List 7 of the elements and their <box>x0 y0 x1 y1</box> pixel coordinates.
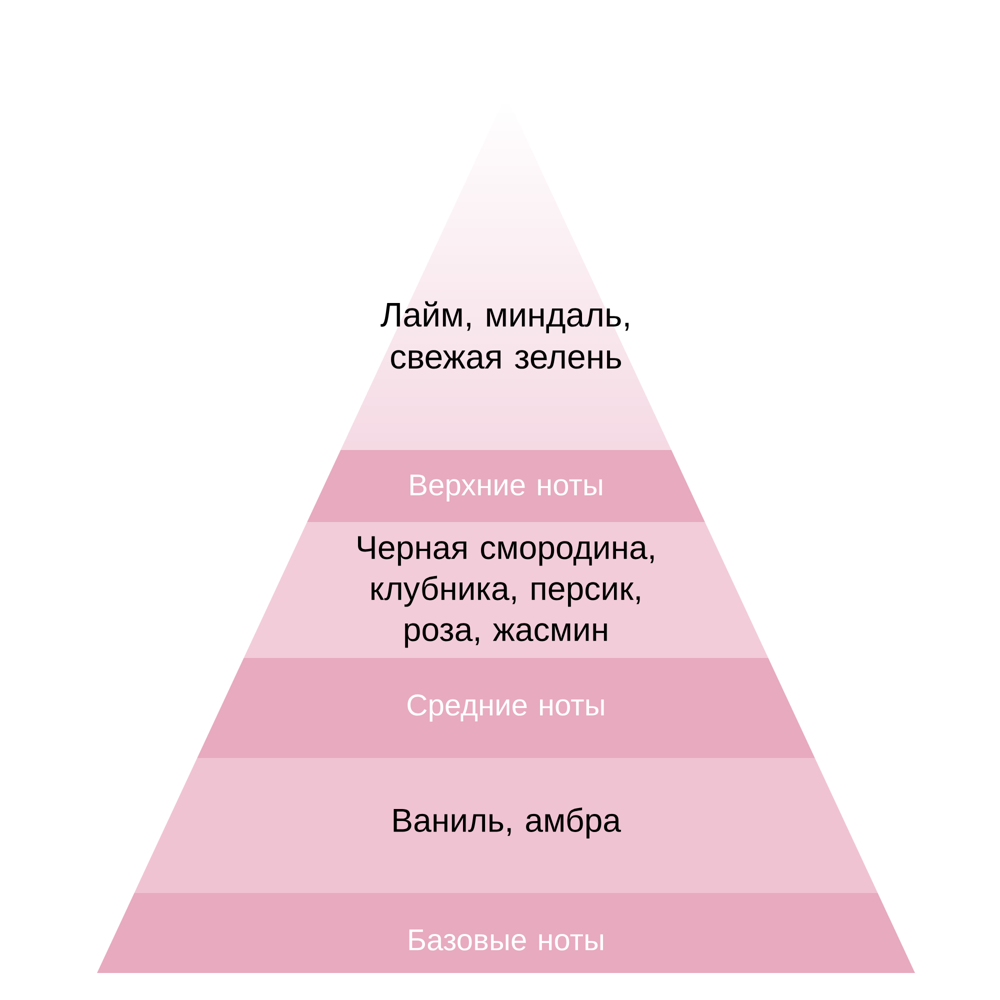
pyramid-tier: Лайм, миндаль, свежая зелень <box>340 95 672 450</box>
pyramid-tier: Базовые ноты <box>97 893 916 974</box>
node-label: Лайм, миндаль, свежая зелень <box>380 301 629 369</box>
pyramid-tier: Черная смородина, клубника, персик, роза, жасмин <box>244 522 768 658</box>
pyramid-tier: Верхние ноты <box>307 450 705 522</box>
pyramid-tier: Ваниль, амбра <box>134 758 878 893</box>
pyramid-tier: Средние ноты <box>197 658 815 758</box>
